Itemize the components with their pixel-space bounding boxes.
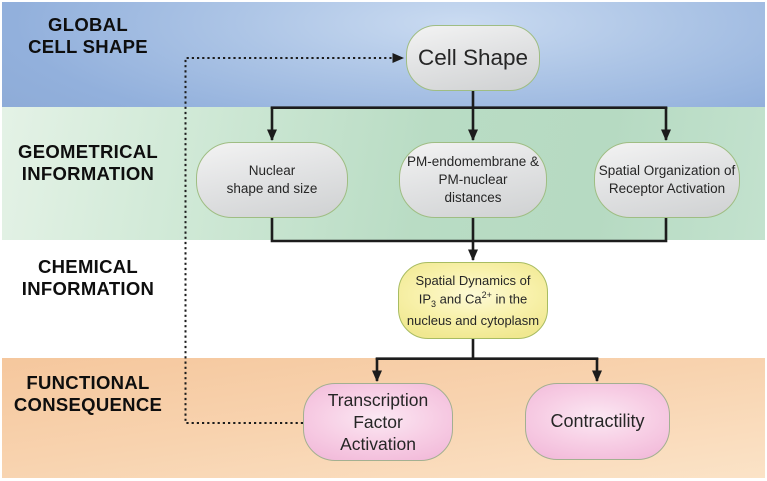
node-line: Factor [353, 412, 403, 432]
node-line: Nuclear [248, 163, 296, 178]
node-line: Receptor Activation [608, 181, 726, 196]
label-line: INFORMATION [21, 163, 155, 184]
label-functional-consequence: FUNCTIONAL CONSEQUENCE [2, 372, 174, 416]
node-nuclear-shape-and-size: Nuclear shape and size [196, 142, 348, 218]
node-cell-shape-label: Cell Shape [417, 45, 529, 70]
label-line: GLOBAL [48, 14, 128, 35]
formula-tail: in the [491, 291, 528, 307]
node-line-with-formula: IP3 and Ca2+ in the [419, 288, 528, 312]
label-line: FUNCTIONAL [26, 372, 150, 393]
node-transcription-factor-activation: Transcription Factor Activation [303, 383, 453, 461]
formula-ca-superscript: 2+ [481, 290, 492, 301]
label-line: GEOMETRICAL [18, 141, 158, 162]
label-global-cell-shape: GLOBAL CELL SHAPE [2, 14, 174, 58]
formula-ip: IP [418, 291, 432, 307]
node-line: shape and size [226, 181, 318, 196]
node-line: PM-nuclear [438, 172, 508, 187]
node-contractility: Contractility [525, 383, 670, 460]
node-line: nucleus and cytoplasm [406, 312, 540, 328]
node-spatial-dynamics: Spatial Dynamics of IP3 and Ca2+ in the … [398, 262, 548, 339]
node-line: Spatial Organization of [598, 163, 736, 178]
label-chemical-information: CHEMICAL INFORMATION [2, 256, 174, 300]
node-line: Spatial Dynamics of [415, 272, 531, 288]
label-line: CONSEQUENCE [13, 394, 163, 415]
label-line: CHEMICAL [37, 256, 139, 277]
node-line: distances [444, 190, 502, 205]
node-contractility-label: Contractility [550, 411, 645, 431]
label-line: CELL SHAPE [28, 36, 148, 57]
formula-ca: and Ca [436, 291, 482, 307]
node-receptor-activation: Spatial Organization of Receptor Activat… [594, 142, 740, 218]
label-geometrical-information: GEOMETRICAL INFORMATION [2, 141, 174, 185]
formula-ip-subscript: 3 [431, 299, 437, 310]
node-line: PM-endomembrane & [406, 154, 540, 169]
node-pm-distances: PM-endomembrane & PM-nuclear distances [399, 142, 547, 218]
node-line: Transcription [327, 390, 429, 410]
node-line: Activation [340, 434, 416, 454]
label-line: INFORMATION [21, 278, 155, 299]
node-cell-shape: Cell Shape [406, 25, 540, 91]
